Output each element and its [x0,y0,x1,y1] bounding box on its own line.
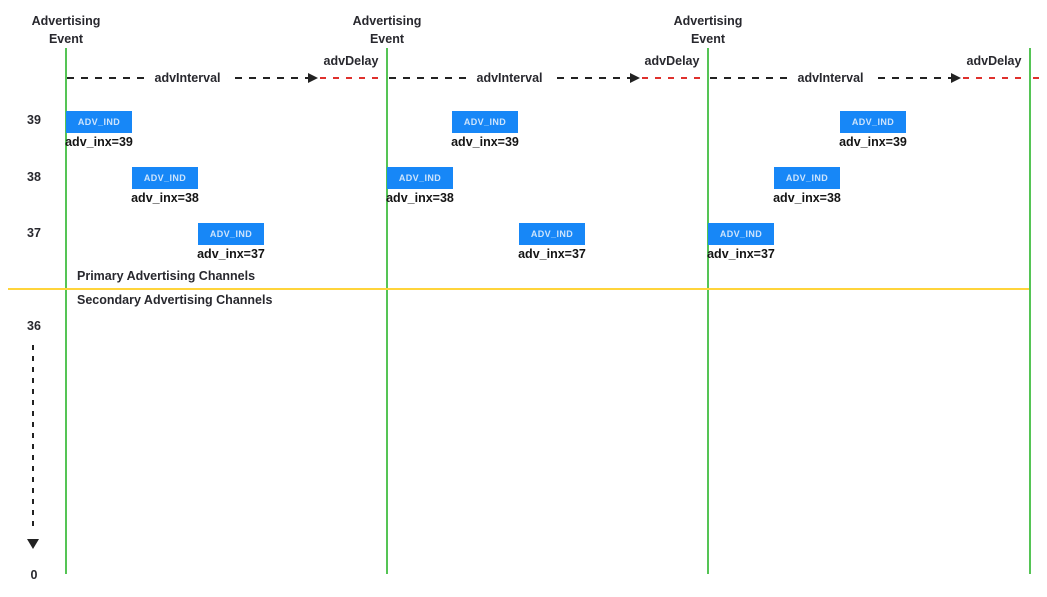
event-title-line1: Advertising [673,14,743,28]
primary-channels-label: Primary Advertising Channels [77,269,256,283]
adv-packet: ADV_IND [132,167,198,189]
adv-packet-index-label: adv_inx=38 [131,191,199,205]
adv-delay-dashed-line-continue [1033,77,1045,79]
event-2-title: Advertising Event [317,12,457,48]
event-3-title: Advertising Event [638,12,778,48]
event-1-title: Advertising Event [0,12,136,48]
primary-secondary-divider-line [8,288,1029,290]
adv-packet: ADV_IND [452,111,518,133]
adv-packet-index-label: adv_inx=37 [707,247,775,261]
adv-packet-type: ADV_IND [785,173,829,183]
adv-interval-dashed-line-2: advInterval [389,70,630,86]
adv-interval-label: advInterval [147,70,228,86]
adv-delay-dashed-line-1 [320,77,385,79]
adv-delay-label: advDelay [644,54,700,68]
adv-interval-label: advInterval [469,70,550,86]
adv-packet-type: ADV_IND [719,229,763,239]
adv-packet-index-label: adv_inx=37 [197,247,265,261]
adv-packet-type: ADV_IND [530,229,574,239]
arrow-right-icon [308,73,318,83]
adv-packet: ADV_IND [519,223,585,245]
adv-packet: ADV_IND [774,167,840,189]
adv-packet-type: ADV_IND [143,173,187,183]
arrow-right-icon [951,73,961,83]
adv-packet: ADV_IND [198,223,264,245]
adv-packet-type: ADV_IND [398,173,442,183]
adv-delay-label: advDelay [323,54,379,68]
adv-packet-type: ADV_IND [209,229,253,239]
channel-39-label: 39 [27,113,41,127]
event-boundary-line-3 [707,48,709,574]
arrow-down-icon [27,539,39,549]
secondary-channels-label: Secondary Advertising Channels [77,293,273,307]
channel-38-label: 38 [27,170,41,184]
adv-packet: ADV_IND [387,167,453,189]
adv-packet-type: ADV_IND [77,117,121,127]
event-boundary-line-2 [386,48,388,574]
channel-range-dashed-line [32,345,34,531]
adv-interval-dashed-line-1: advInterval [67,70,308,86]
adv-packet-index-label: adv_inx=39 [451,135,519,149]
channel-37-label: 37 [27,226,41,240]
adv-delay-dashed-line-3 [963,77,1028,79]
event-boundary-line-1 [65,48,67,574]
adv-packet: ADV_IND [708,223,774,245]
adv-packet-index-label: adv_inx=39 [839,135,907,149]
arrow-right-icon [630,73,640,83]
adv-packet: ADV_IND [840,111,906,133]
adv-packet-index-label: adv_inx=38 [773,191,841,205]
event-title-line1: Advertising [352,14,422,28]
event-title-line1: Advertising [31,14,101,28]
channel-36-label: 36 [27,319,41,333]
event-title-line2: Event [690,32,726,46]
adv-delay-label: advDelay [966,54,1022,68]
adv-packet: ADV_IND [66,111,132,133]
event-title-line2: Event [48,32,84,46]
adv-packet-type: ADV_IND [851,117,895,127]
event-boundary-line-4 [1029,48,1031,574]
adv-interval-label: advInterval [790,70,871,86]
adv-interval-dashed-line-3: advInterval [710,70,951,86]
adv-packet-index-label: adv_inx=38 [386,191,454,205]
adv-delay-dashed-line-2 [642,77,706,79]
adv-packet-type: ADV_IND [463,117,507,127]
adv-packet-index-label: adv_inx=37 [518,247,586,261]
adv-packet-index-label: adv_inx=39 [65,135,133,149]
channel-0-label: 0 [30,568,38,582]
event-title-line2: Event [369,32,405,46]
